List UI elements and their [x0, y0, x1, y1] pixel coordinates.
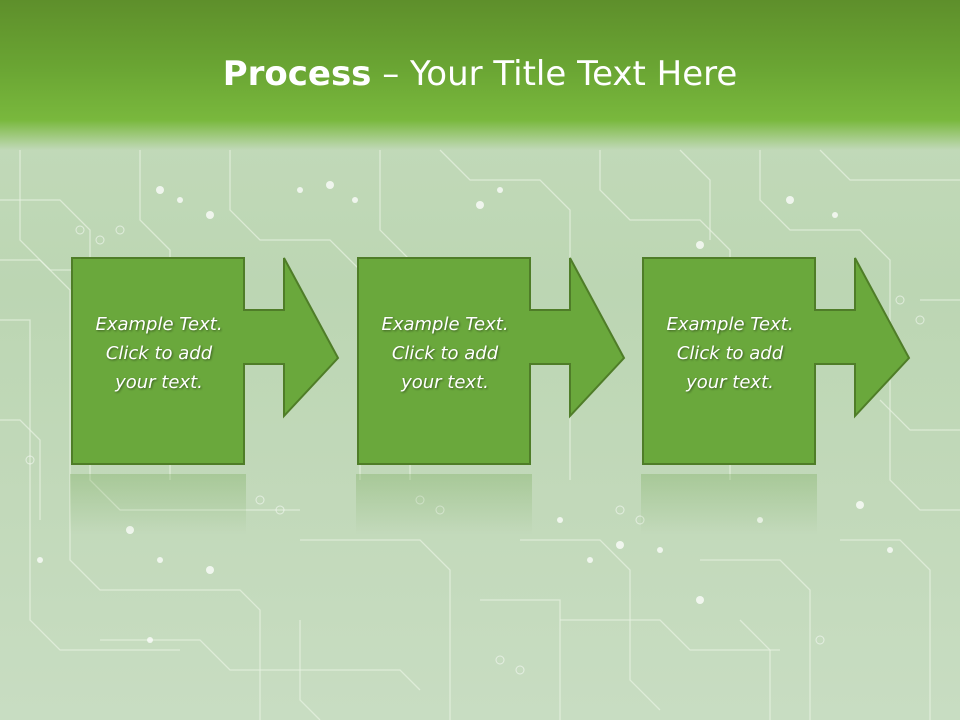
process-step-2[interactable]: Example Text. Click to add your text. — [356, 256, 636, 470]
title-band — [0, 0, 960, 150]
step-3-reflection — [641, 474, 817, 534]
step-3-arrow-box — [642, 257, 911, 465]
step-1-arrow-box — [71, 257, 340, 465]
step-2-arrow-box — [357, 257, 626, 465]
title-bold: Process — [222, 54, 372, 94]
step-2-text[interactable]: Example Text. Click to add your text. — [381, 314, 509, 393]
slide-title[interactable]: Process – Your Title Text Here — [0, 52, 960, 96]
step-1-reflection — [70, 474, 246, 534]
title-rest: – Your Title Text Here — [371, 54, 738, 94]
process-step-1[interactable]: Example Text. Click to add your text. — [70, 256, 350, 470]
process-step-3[interactable]: Example Text. Click to add your text. — [641, 256, 921, 470]
step-1-text[interactable]: Example Text. Click to add your text. — [95, 314, 223, 393]
step-3-text[interactable]: Example Text. Click to add your text. — [666, 314, 794, 393]
step-2-reflection — [356, 474, 532, 534]
